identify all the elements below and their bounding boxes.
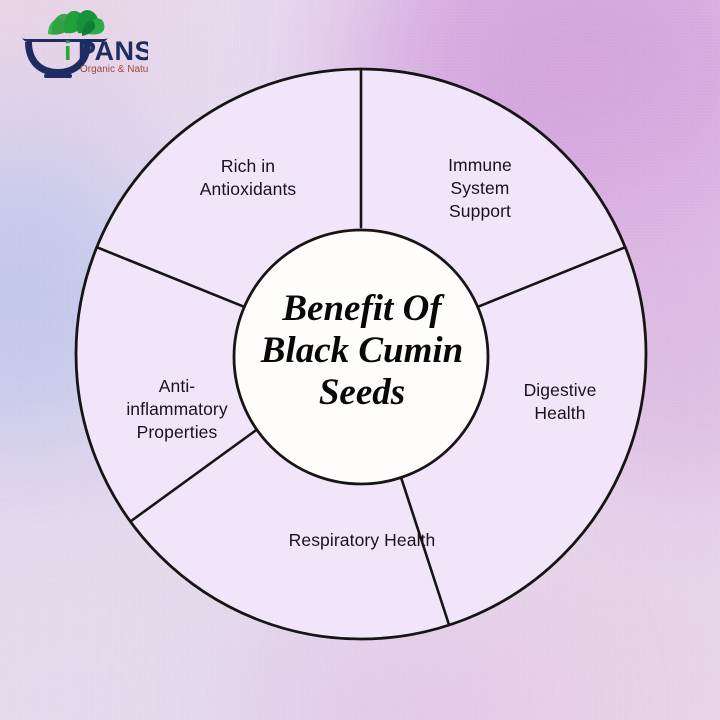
divider-lower-right	[398, 473, 451, 627]
mortar-bowl-icon	[22, 37, 108, 78]
brand-name-prefix: i	[64, 36, 72, 66]
brand-tagline: Organic & Natural	[80, 64, 148, 75]
divider-lower-left	[129, 427, 260, 523]
divider-upper-right	[477, 245, 627, 308]
brand-logo: i PANSAR Organic & Natural	[8, 6, 148, 78]
segment-dividers	[95, 67, 627, 627]
leaf-icon-group	[48, 10, 105, 36]
brand-name: PANSAR	[78, 36, 148, 66]
wheel-hub-circle	[232, 228, 490, 486]
wheel-outer-ring	[74, 67, 648, 641]
divider-upper-left	[95, 245, 245, 308]
